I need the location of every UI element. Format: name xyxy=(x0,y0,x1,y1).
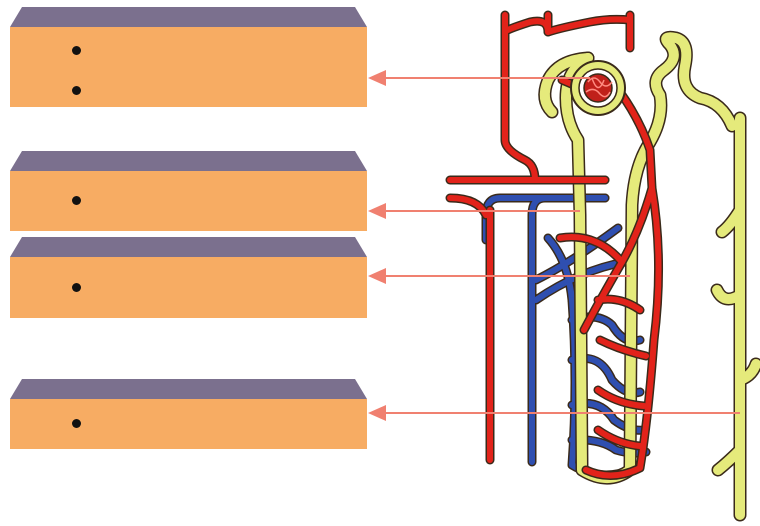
glomerulus xyxy=(571,61,625,115)
arrow-collecting-duct xyxy=(368,405,740,421)
